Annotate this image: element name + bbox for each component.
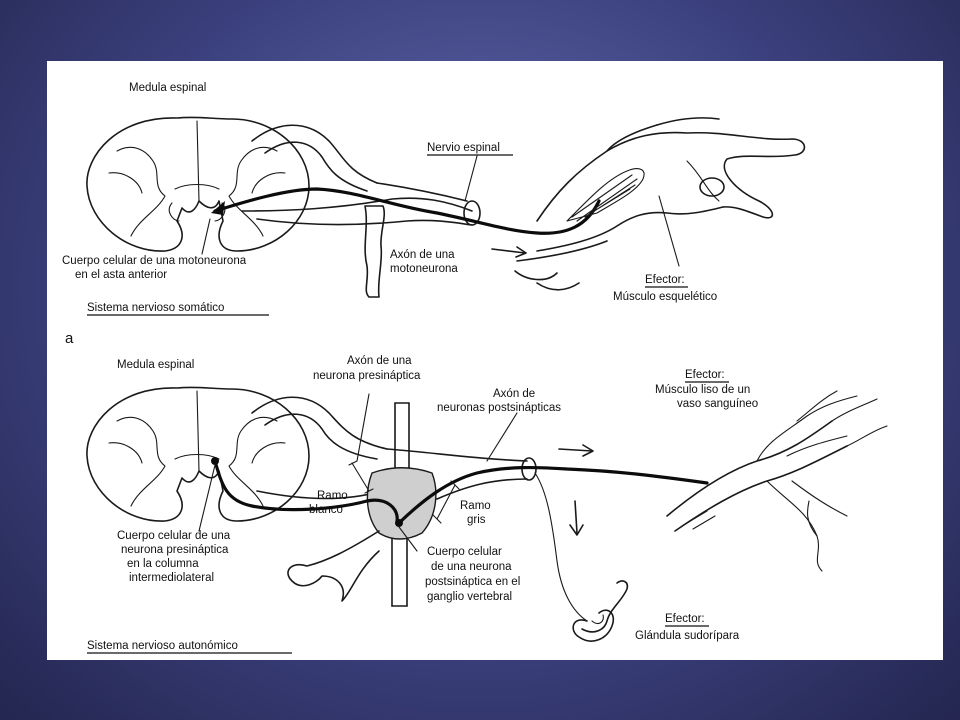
post-cell-label-line3: postsináptica en el [425, 576, 520, 588]
autonomic-diagram: Medula espinal Axón de una neurona presi… [86, 355, 888, 654]
direction-arrow-vessel [558, 448, 593, 452]
dorsal-root-somatic [251, 124, 378, 184]
nervous-system-diagram: Medula espinal Nervio espinal Cuerpo cel… [62, 82, 888, 654]
motor-axon-label-line2: motoneurona [390, 263, 458, 275]
axon-arrow-somatic [211, 201, 225, 215]
presynaptic-axon [213, 459, 399, 523]
somatic-cell-body-label-line1: Cuerpo celular de una motoneurona [62, 255, 247, 267]
blood-vessel [666, 390, 888, 572]
somatic-spinal-cord-label: Medula espinal [129, 82, 206, 94]
post-cell-label-line2: de una neurona [431, 561, 512, 573]
somatic-cell-body-label-line2: en el asta anterior [75, 269, 167, 281]
autonomic-system-label: Sistema nervioso autonómico [87, 640, 238, 652]
postsynaptic-axon-vessel [397, 465, 709, 525]
pre-axon-label-line1: Axón de una [347, 355, 412, 367]
somatic-diagram: Medula espinal Nervio espinal Cuerpo cel… [62, 82, 806, 347]
spinal-nerve-label: Nervio espinal [427, 142, 500, 154]
ramo-blanco-label-line1: Ramo [317, 490, 348, 502]
sweat-gland [572, 580, 629, 642]
post-axon-label-line1: Axón de [493, 388, 535, 400]
sympathetic-chain [366, 402, 437, 607]
ramo-blanco-label-line2: blanco [309, 504, 343, 516]
vessel-effector-label-line2: vaso sanguíneo [677, 398, 758, 410]
diagram-panel: Medula espinal Nervio espinal Cuerpo cel… [47, 61, 943, 660]
pre-cell-label-line3: en la columna [127, 558, 199, 570]
postsynaptic-neuron-dendrites [287, 530, 380, 602]
direction-arrow-somatic [491, 248, 526, 254]
vessel-effector-label-line1: Músculo liso de un [655, 384, 750, 396]
gland-effector-label: Glándula sudorípara [635, 630, 740, 642]
hand-illustration [514, 117, 806, 291]
somatic-effector-heading: Efector: [645, 274, 685, 286]
spinal-cord-somatic [86, 116, 310, 252]
post-cell-label-line1: Cuerpo celular [427, 546, 502, 558]
pre-cell-label-line2: neurona presináptica [121, 544, 229, 556]
autonomic-spinal-cord-label: Medula espinal [117, 359, 194, 371]
pre-axon-label-line2: neurona presináptica [313, 370, 421, 382]
gland-effector-heading: Efector: [665, 613, 705, 625]
pre-cell-label-line1: Cuerpo celular de una [117, 530, 231, 542]
somatic-effector-label: Músculo esquelético [613, 291, 717, 303]
panel-letter-a: a [65, 330, 74, 347]
postsynaptic-axon-gland [534, 472, 588, 622]
ramo-gris-label-line1: Ramo [460, 500, 491, 512]
somatic-system-label: Sistema nervioso somático [87, 302, 224, 314]
motor-axon-label-line1: Axón de una [390, 249, 455, 261]
spinal-cord-autonomic [86, 386, 310, 522]
ramo-blanco-bracket [351, 462, 370, 492]
ramo-gris-bracket [436, 484, 456, 520]
vessel-effector-heading: Efector: [685, 369, 725, 381]
post-axon-label-line2: neuronas postsinápticas [437, 402, 561, 414]
pre-cell-label-line4: intermediolateral [129, 572, 214, 584]
vertebra-fragment-somatic [364, 205, 386, 298]
post-cell-label-line4: ganglio vertebral [427, 591, 512, 603]
direction-arrow-gland [574, 500, 578, 534]
presynaptic-cell-body [211, 457, 219, 465]
motor-axon [213, 187, 601, 235]
ramo-gris-label-line2: gris [467, 514, 486, 526]
vertebral-ganglion [366, 467, 437, 540]
